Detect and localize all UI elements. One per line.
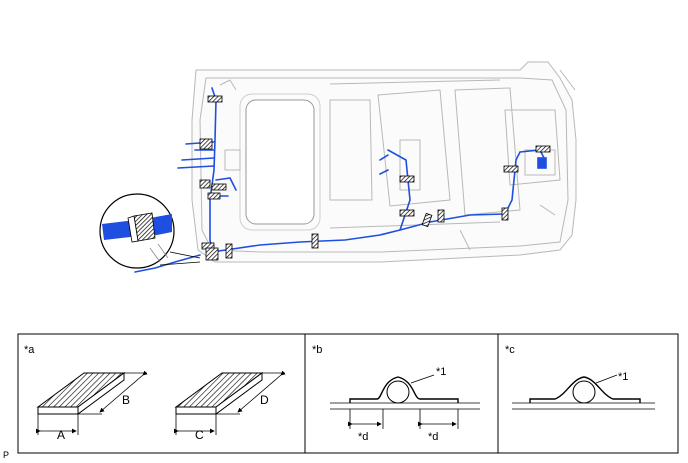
tape-pad xyxy=(211,183,227,191)
corner-label: P xyxy=(3,450,10,460)
tape-pads xyxy=(199,95,551,261)
offset-label-left: *d xyxy=(358,431,369,443)
dimension-label-b: B xyxy=(122,393,131,407)
magnifier-callout xyxy=(99,193,201,269)
tape-pad xyxy=(421,212,433,228)
tape-pad xyxy=(207,192,221,200)
tape-pad xyxy=(503,165,519,173)
panel-a-label: *a xyxy=(24,344,35,356)
tube-cross-section xyxy=(102,212,172,263)
panel-b-label: *b xyxy=(312,344,323,356)
dimension-label-a: A xyxy=(57,428,66,442)
tape-pad-dimension-2 xyxy=(174,370,286,435)
tape-pad xyxy=(199,138,213,150)
dimension-label-c: C xyxy=(195,428,204,442)
tape-pad xyxy=(399,209,415,217)
panel-c-label: *c xyxy=(505,344,515,356)
tape-over-harness xyxy=(512,374,655,410)
callout-label-b: *1 xyxy=(436,366,447,378)
tape-pad xyxy=(207,95,223,103)
tape-over-harness-offset xyxy=(330,374,480,429)
offset-label-right: *d xyxy=(428,431,439,443)
tape-pad xyxy=(399,175,415,183)
dimension-label-d: D xyxy=(260,393,269,407)
tape-pad xyxy=(225,243,233,259)
tape-pad xyxy=(501,207,509,221)
vehicle-floor-outline xyxy=(191,61,577,263)
tape-pad-dimension-1 xyxy=(36,370,148,435)
vehicle-diagram xyxy=(99,61,577,273)
tape-pad xyxy=(535,145,551,153)
tape-pad xyxy=(311,233,319,249)
tape-pad xyxy=(199,179,211,189)
callout-label-c: *1 xyxy=(618,371,629,383)
tape-pad xyxy=(205,247,219,261)
tape-pad xyxy=(437,209,445,223)
detail-panels xyxy=(17,333,679,454)
